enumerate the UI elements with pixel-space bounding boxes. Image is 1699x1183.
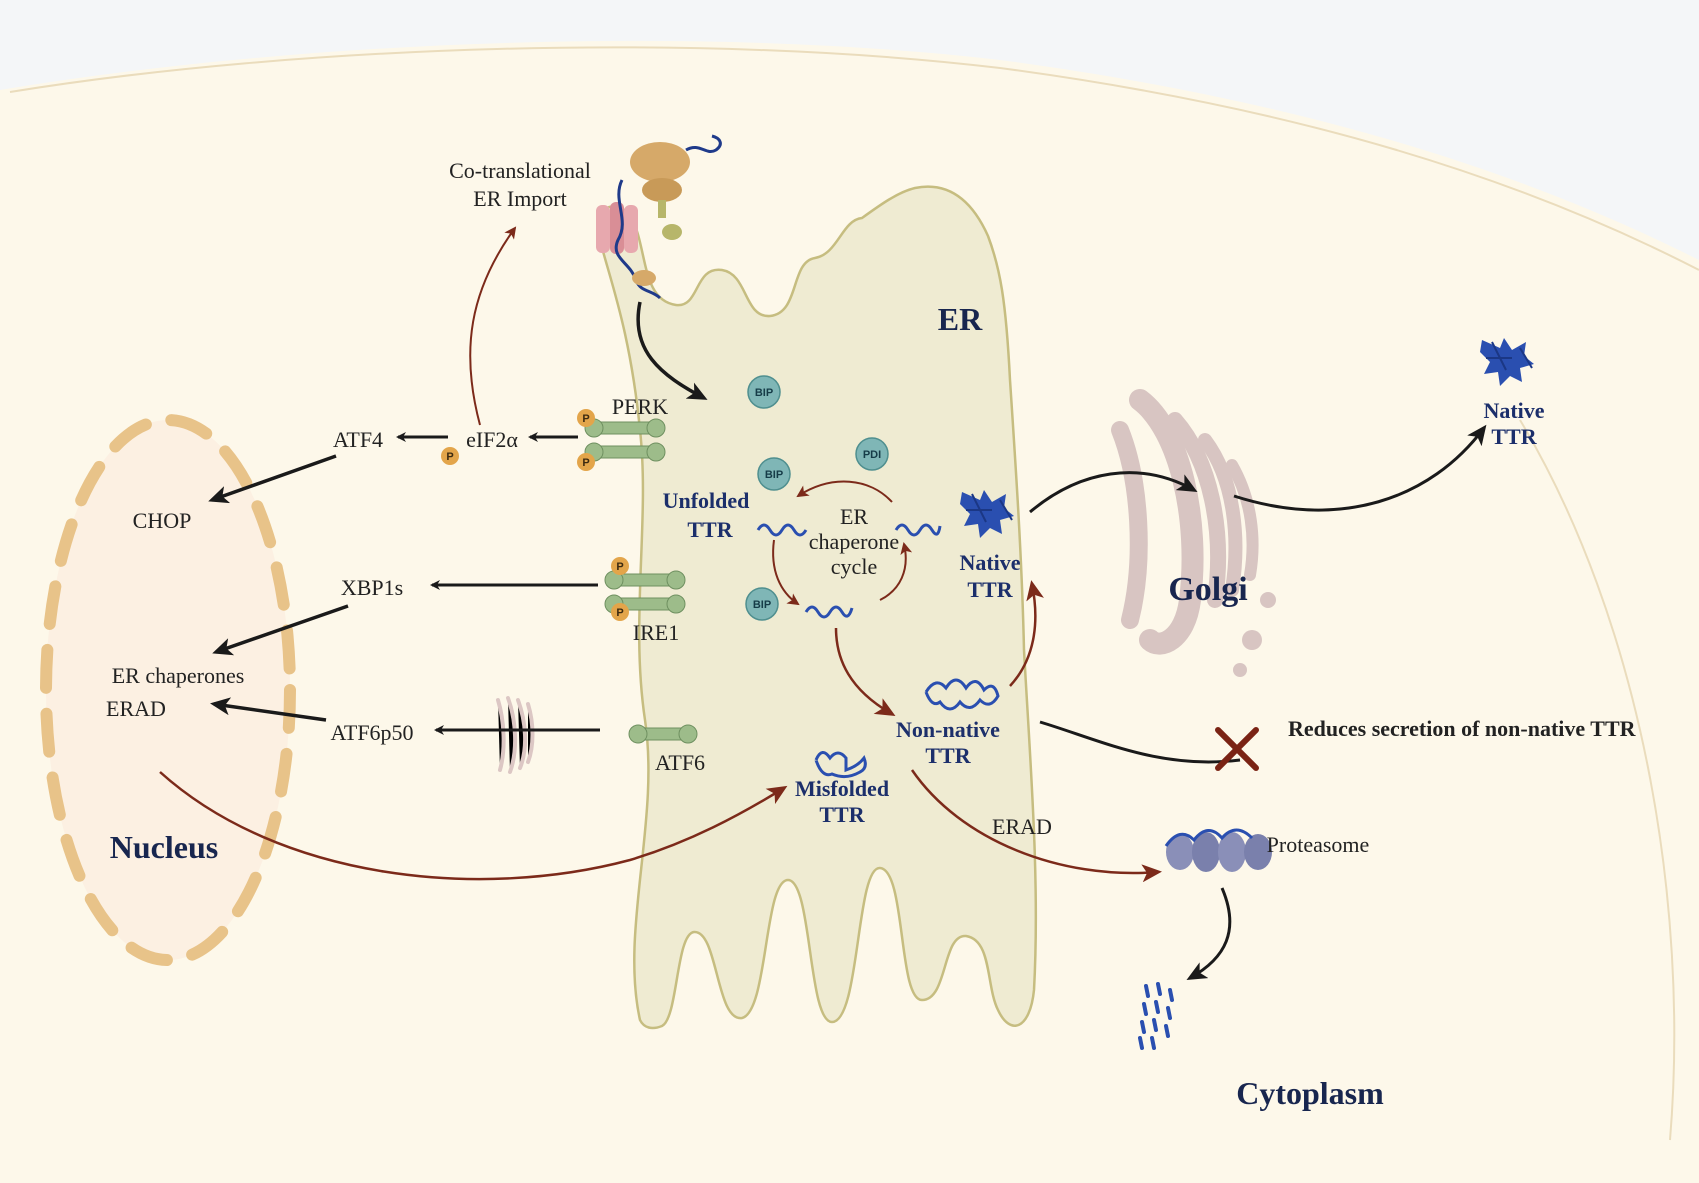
perk-receptor	[584, 418, 666, 462]
xbp1s-label: XBP1s	[341, 575, 403, 600]
native-ttr-icon	[1480, 338, 1534, 386]
svg-text:P: P	[582, 457, 589, 469]
svg-text:P: P	[582, 413, 589, 425]
phospho-icon: P P	[611, 557, 629, 621]
golgi-label: Golgi	[1168, 571, 1247, 608]
arrow-nucleus-to-misfolded	[159, 771, 788, 881]
reduces-secretion-label: Reduces secretion of non-native TTR	[1288, 716, 1637, 741]
perk-label: PERK	[612, 394, 668, 419]
native-ttr-out-label: Native	[1483, 398, 1544, 423]
chop-label: CHOP	[133, 508, 192, 533]
arrow-import-to-er	[636, 301, 708, 400]
misfolded-ttr-label: TTR	[819, 802, 865, 827]
arrow-xbp1s-to-chaperones	[212, 604, 349, 656]
eif2a-label: eIF2α	[466, 427, 518, 452]
unfolded-ttr-icon	[756, 523, 808, 537]
unfolded-ttr-icon	[804, 605, 854, 619]
small-golgi-icon	[496, 696, 535, 774]
er-label: ER	[938, 301, 983, 337]
native-ttr-er-label: TTR	[967, 577, 1013, 602]
chaperone-cycle-arrow	[772, 539, 800, 606]
cytoplasm-label: Cytoplasm	[1236, 1075, 1384, 1111]
nucleus-label: Nucleus	[110, 829, 218, 865]
svg-text:P: P	[446, 451, 453, 463]
atf4-label: ATF4	[333, 427, 383, 452]
nucleus	[40, 414, 296, 966]
peptide-fragments-icon	[1138, 982, 1174, 1050]
bip-icon: BIP	[745, 587, 779, 621]
er-import-label: ER Import	[473, 186, 567, 211]
arrow-unfolded-to-nonnative	[834, 627, 896, 716]
co-translational-label: Co-translational	[449, 158, 591, 183]
pdi-icon: PDI	[855, 437, 889, 471]
native-ttr-icon	[960, 490, 1014, 538]
proteasome-label: Proteasome	[1267, 832, 1370, 857]
ire1-receptor	[604, 570, 686, 614]
atf6p50-label: ATF6p50	[330, 720, 413, 745]
golgi-icon	[1111, 389, 1276, 677]
arrow-misfolded-to-proteasome	[910, 769, 1162, 883]
proteasome-icon	[1164, 828, 1272, 872]
misfolded-ttr-icon	[814, 751, 867, 779]
er-chaperones-label: ER chaperones	[112, 663, 245, 688]
chaperone-cycle-label: chaperone	[809, 529, 899, 554]
ire1-label: IRE1	[633, 620, 679, 645]
svg-text:BIP: BIP	[765, 469, 783, 481]
arrow-native-to-golgi	[1029, 471, 1198, 514]
non-native-ttr-icon	[924, 678, 1000, 711]
arrow-atf6p50-to-chaperones	[210, 697, 327, 722]
cell-right-membrane	[1519, 419, 1676, 1141]
atf6-label: ATF6	[655, 750, 705, 775]
unfolded-ttr-label: Unfolded	[663, 488, 750, 513]
bip-icon: BIP	[747, 375, 781, 409]
atf6-receptor	[628, 724, 698, 744]
non-native-ttr-label: Non-native	[896, 717, 1000, 742]
erad-nucleus-label: ERAD	[106, 696, 166, 721]
phospho-icon: P	[441, 447, 459, 465]
svg-text:P: P	[616, 607, 623, 619]
chaperone-cycle-arrow	[796, 480, 893, 503]
arrow-proteasome-to-peptides	[1186, 887, 1232, 980]
non-native-ttr-label: TTR	[925, 743, 971, 768]
erad-label: ERAD	[992, 814, 1052, 839]
native-ttr-out-label: TTR	[1491, 424, 1537, 449]
arrow-atf4-to-chop	[208, 454, 337, 504]
block-x-icon	[1215, 727, 1259, 771]
translocon-icon	[596, 179, 662, 300]
unfolded-ttr-icon	[894, 523, 942, 537]
unfolded-ttr-label: TTR	[687, 517, 733, 542]
svg-text:BIP: BIP	[755, 387, 773, 399]
bip-icon: BIP	[757, 457, 791, 491]
cell-inner-membrane	[9, 46, 1699, 271]
chaperone-cycle-label: ER	[840, 504, 868, 529]
arrow-eif2a-to-import	[469, 226, 517, 426]
svg-text:BIP: BIP	[753, 599, 771, 611]
ribosome-icon	[630, 134, 722, 240]
arrow-nonnative-blocked	[1039, 720, 1241, 764]
svg-text:P: P	[616, 561, 623, 573]
chaperone-cycle-label: cycle	[831, 554, 877, 579]
chaperone-cycle-arrow	[879, 542, 913, 601]
arrow-nonnative-to-native	[1009, 580, 1044, 687]
arrow-golgi-to-out	[1233, 424, 1487, 512]
native-ttr-er-label: Native	[959, 550, 1020, 575]
phospho-icon: P P	[577, 409, 595, 471]
svg-text:PDI: PDI	[863, 449, 881, 461]
misfolded-ttr-label: Misfolded	[795, 776, 889, 801]
